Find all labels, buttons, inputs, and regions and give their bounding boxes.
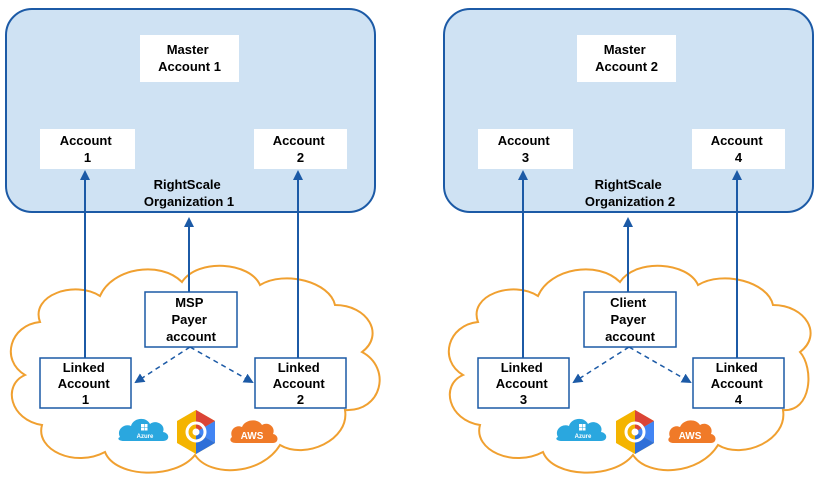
master-account-1-label: Master Account 1 [158,42,221,74]
cloud-1-shape [9,264,381,474]
account-4-box [692,129,785,169]
azure-cloud-icon: Azure [556,418,607,441]
organization-1-label: RightScale Organization 1 [144,177,234,209]
msp-payer-account-box [144,291,238,348]
client-payer-account-box [583,291,677,348]
google-cloud-hexagon-icon [177,410,215,454]
master-account-2-box [577,35,676,82]
account-2-label: Account 2 [273,133,329,165]
linked-account-1-label: Linked Account 1 [58,360,114,407]
dashed-arrow-payer-to-linked-4 [628,346,692,383]
linked-account-1-box [39,357,132,409]
organization-2-label: RightScale Organization 2 [585,177,675,209]
account-2-box [254,129,347,169]
azure-logo-text: Azure [137,434,154,440]
account-4-label: Account 4 [711,133,767,165]
aws-cloud-icon: AWS [230,420,278,443]
master-account-2-label: Master Account 2 [595,42,658,74]
account-3-box [478,129,573,169]
dashed-arrow-payer-to-linked-2 [189,346,254,383]
aws-logo-text: AWS [241,431,264,442]
master-account-1-box [140,35,239,82]
linked-account-4-label: Linked Account 4 [711,360,767,407]
linked-account-3-label: Linked Account 3 [496,360,552,407]
cloud-2-shape [447,264,812,474]
linked-account-4-box [692,357,785,409]
organization-group-1: Master Account 1 Account 1 Account 2 Rig… [5,8,381,474]
account-1-label: Account 1 [60,133,116,165]
dashed-arrow-payer-to-linked-1 [134,346,191,384]
linked-account-3-box [477,357,570,409]
organization-group-2: Master Account 2 Account 3 Account 4 Rig… [443,8,814,474]
linked-account-2-box [254,357,347,409]
account-1-box [40,129,135,169]
aws-cloud-icon: AWS [668,420,716,443]
aws-logo-text: AWS [679,431,702,442]
client-payer-account-label: Client Payer account [605,295,656,344]
linked-account-2-label: Linked Account 2 [273,360,329,407]
azure-logo-text: Azure [575,434,592,440]
dashed-arrow-payer-to-linked-3 [572,346,630,384]
msp-payer-account-label: MSP Payer account [166,295,217,344]
account-3-label: Account 3 [498,133,554,165]
google-cloud-hexagon-icon [616,410,654,454]
azure-cloud-icon: Azure [118,418,169,441]
